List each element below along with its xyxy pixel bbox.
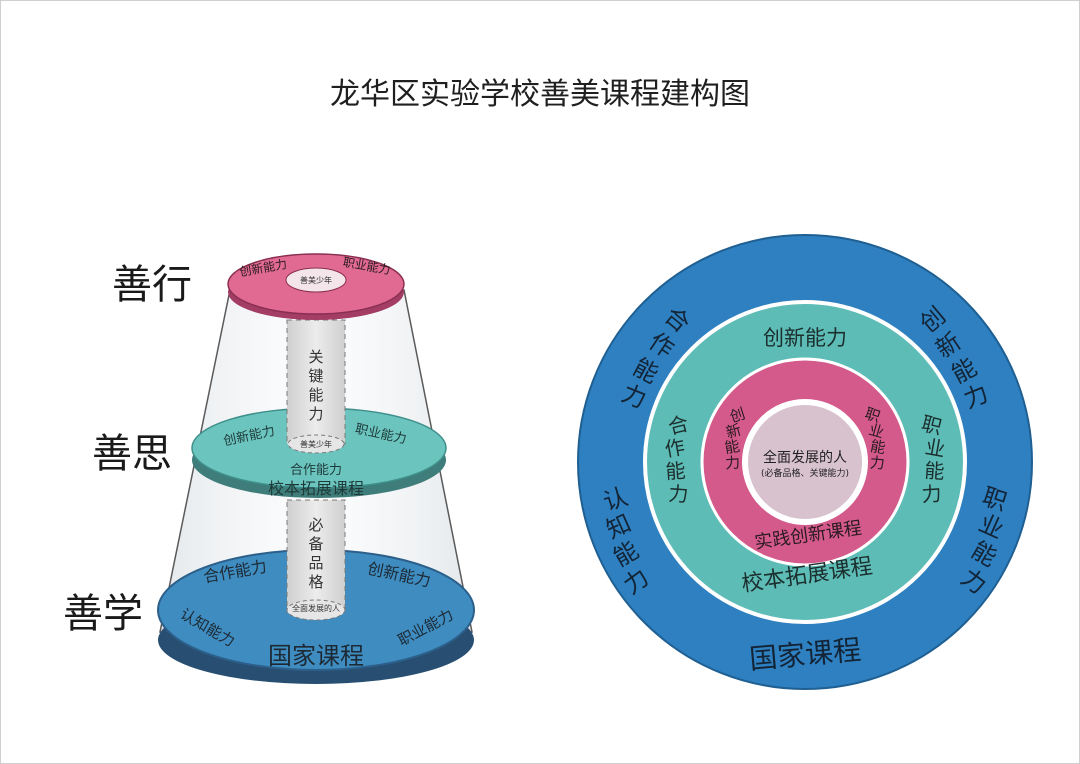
middle-left-2: 作: [663, 435, 687, 462]
pillar-upper-char-1: 关: [308, 348, 323, 366]
course-circles: 全面发展的人 (必备品格、关键能力) 创 新 能 力 职 业 能 力 实践创新课…: [577, 234, 1033, 690]
level-label-top: 善行: [112, 262, 192, 308]
pillar-lower-char-4: 格: [308, 573, 323, 591]
level-label-bottom: 善学: [63, 591, 143, 637]
inner-right-2: 业: [867, 420, 886, 441]
pillar-upper: [286, 319, 346, 445]
pillar-lower-char-1: 必: [308, 516, 323, 534]
inner-left-3: 能: [723, 437, 741, 457]
pillar-upper-char-4: 力: [308, 405, 323, 423]
middle-left-3: 能: [665, 458, 687, 483]
middle-disc-course: 校本拓展课程: [268, 479, 364, 498]
bottom-disc-course: 国家课程: [268, 642, 364, 670]
inner-right-3: 能: [869, 437, 887, 457]
middle-disc-ability: 合作能力: [290, 463, 342, 478]
level-label-middle: 善思: [92, 431, 172, 477]
pillar-upper-char-2: 键: [308, 367, 323, 385]
inner-left-4: 力: [725, 454, 741, 473]
pillar-lower-base: [286, 599, 346, 621]
top-disc-center: 善美少年: [300, 275, 332, 285]
inner-left-2: 新: [724, 420, 743, 441]
middle-disc-center: 善美少年: [300, 439, 332, 449]
page-title: 龙华区实验学校善美课程建构图: [330, 77, 750, 112]
pillar-upper-base: [287, 434, 345, 454]
center-title: 全面发展的人: [763, 449, 847, 466]
middle-top: 创新能力: [763, 326, 847, 350]
middle-right-2: 业: [923, 435, 947, 462]
center-subtitle: (必备品格、关键能力): [761, 467, 849, 479]
pillar-lower-char-3: 品: [308, 554, 323, 572]
inner-left-1: 创: [728, 404, 748, 426]
center-circle: [742, 399, 868, 525]
inner-right-4: 力: [869, 454, 885, 473]
inner-right-1: 职: [863, 404, 883, 426]
bottom-disc-center: 全面发展的人: [292, 603, 340, 613]
middle-right-4: 力: [921, 481, 943, 506]
top-disc-center-ring: [285, 267, 347, 293]
middle-right-3: 能: [924, 458, 946, 483]
course-pyramid: 全面发展的人 必 备 品 格 合作能力 创新能力 认知能力 职业能力 国家课程 …: [63, 253, 475, 684]
pillar-lower-char-2: 备: [308, 535, 323, 553]
pillar-upper-char-3: 能: [308, 386, 323, 404]
middle-left-4: 力: [668, 481, 690, 506]
